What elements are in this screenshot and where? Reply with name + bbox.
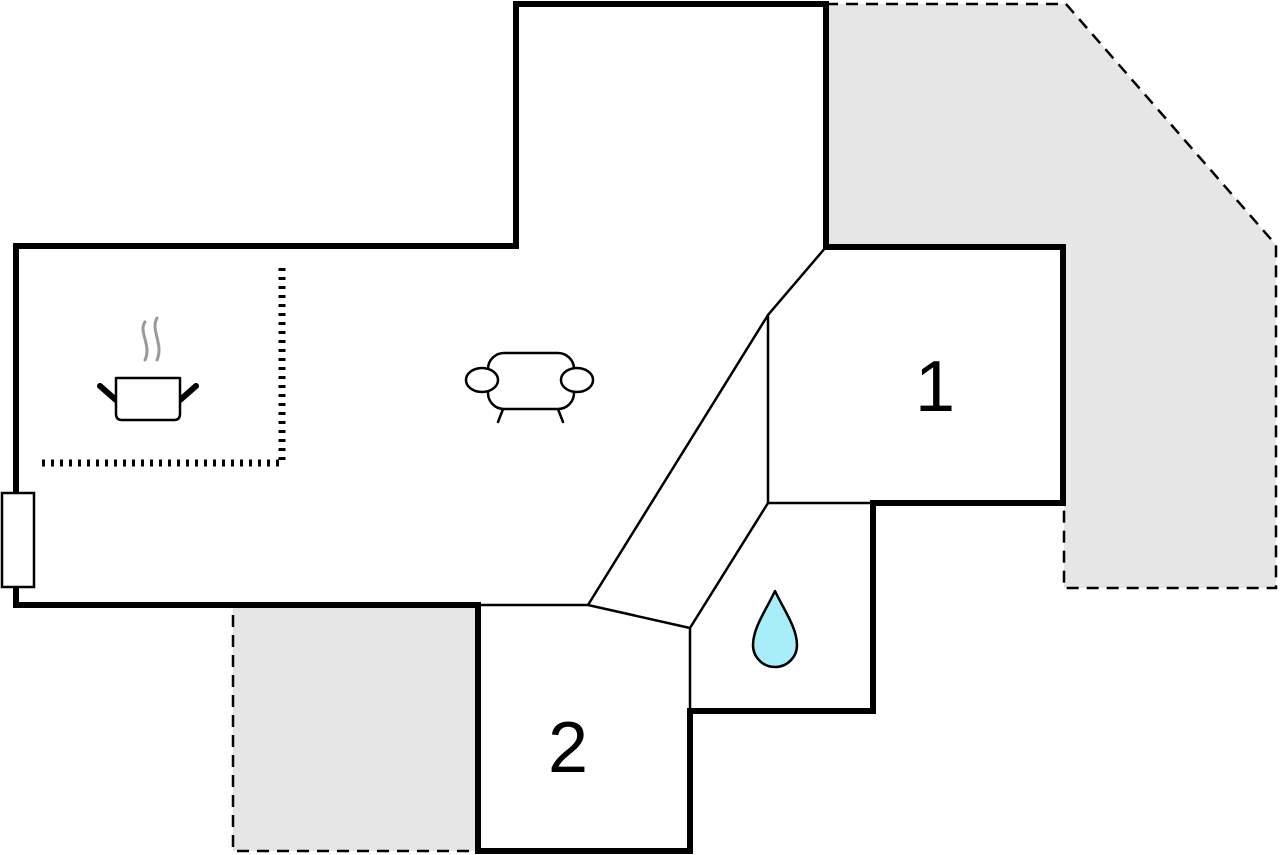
cooking-pot-icon bbox=[97, 316, 199, 422]
bedroom-2-label: 2 bbox=[548, 708, 588, 788]
kitchen-counter bbox=[42, 267, 286, 467]
terrace-right bbox=[824, 2, 1278, 590]
bedroom-1-label: 1 bbox=[915, 347, 955, 427]
interior-walls bbox=[478, 246, 873, 711]
window bbox=[0, 491, 36, 589]
terrace-bottom-left bbox=[231, 603, 480, 853]
water-drop-icon bbox=[751, 589, 799, 669]
sofa-icon bbox=[464, 351, 595, 424]
